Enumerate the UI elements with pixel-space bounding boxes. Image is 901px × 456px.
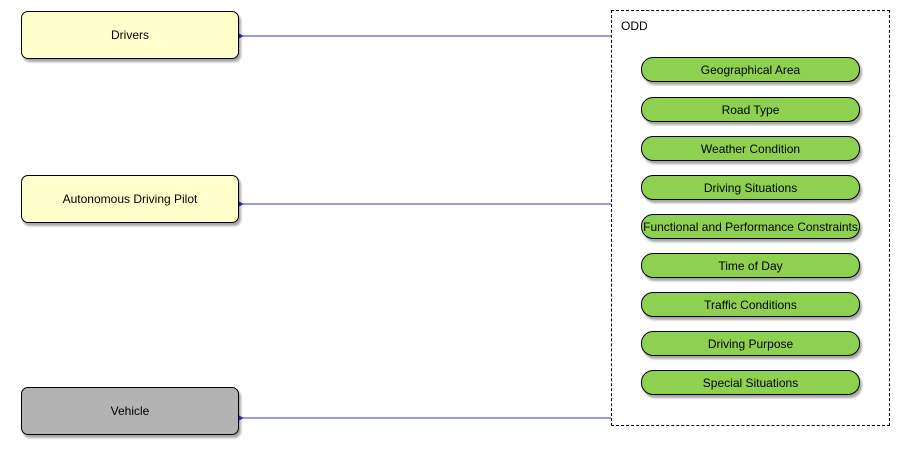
odd-item-driving-purpose[interactable]: Driving Purpose [641,331,860,356]
vehicle-node[interactable]: Vehicle [21,387,239,435]
drivers-node[interactable]: Drivers [21,11,239,59]
odd-item-label: Road Type [721,102,780,117]
odd-item-label: Time of Day [718,258,783,273]
odd-item-special-situations[interactable]: Special Situations [641,370,860,395]
odd-item-functional-performance-constraints[interactable]: Functional and Performance Constraints [641,214,860,239]
drivers-label: Drivers [111,28,149,42]
odd-item-label: Traffic Conditions [704,297,797,312]
odd-item-geographical-area[interactable]: Geographical Area [641,57,860,82]
vehicle-label: Vehicle [110,404,150,418]
odd-container[interactable]: ODD Geographical Area Road Type Weather … [611,10,890,426]
odd-item-label: Special Situations [702,375,799,390]
odd-item-weather-condition[interactable]: Weather Condition [641,136,860,161]
odd-title: ODD [621,19,648,33]
autonomous-driving-pilot-label: Autonomous Driving Pilot [62,192,198,206]
odd-item-driving-situations[interactable]: Driving Situations [641,175,860,200]
odd-item-label: Weather Condition [700,141,801,156]
odd-item-traffic-conditions[interactable]: Traffic Conditions [641,292,860,317]
odd-item-road-type[interactable]: Road Type [641,97,860,122]
odd-item-label: Driving Situations [703,180,798,195]
odd-item-label: Geographical Area [700,62,801,77]
autonomous-driving-pilot-node[interactable]: Autonomous Driving Pilot [21,175,239,223]
odd-item-label: Functional and Performance Constraints [643,219,858,234]
odd-item-label: Driving Purpose [707,336,794,351]
odd-item-time-of-day[interactable]: Time of Day [641,253,860,278]
